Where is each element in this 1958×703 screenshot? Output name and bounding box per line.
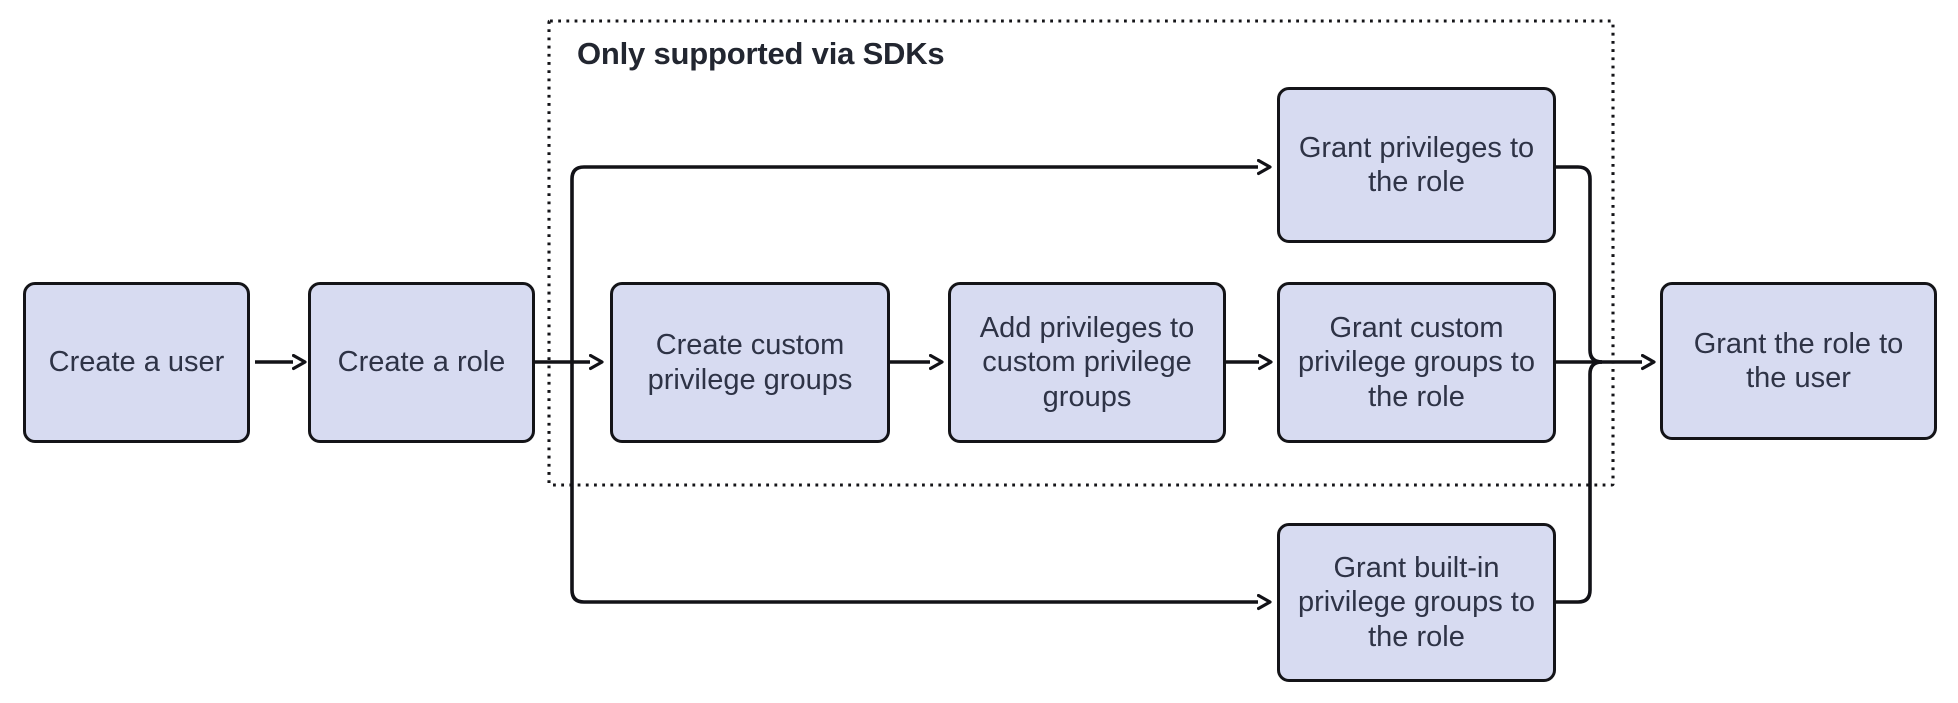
node-grant-built-in-privilege-groups-to-the-role: Grant built-in privilege groups to the r… [1277,523,1556,682]
edge-branch-up-to-grant-privileges [570,167,1258,362]
node-label: Create custom privilege groups [647,329,853,396]
edge-branch-down-to-grant-built-in [570,362,1258,602]
node-create-custom-privilege-groups: Create custom privilege groups [610,282,890,443]
node-grant-privileges-to-the-role: Grant privileges to the role [1277,87,1556,243]
node-label: Create a user [48,346,225,379]
node-label: Grant the role to the user [1693,327,1904,394]
node-label: Grant built-in privilege groups to the r… [1298,552,1535,653]
sdk-region-label: Only supported via SDKs [577,36,945,71]
sdk-region-border [547,19,1615,487]
node-create-a-user: Create a user [23,282,250,443]
edge-merge-from-grant-privileges [1556,165,1603,364]
node-grant-custom-privilege-groups-to-the-role: Grant custom privilege groups to the rol… [1277,282,1556,443]
node-label: Create a role [337,346,506,379]
node-label: Grant privileges to the role [1298,131,1535,198]
node-label: Grant custom privilege groups to the rol… [1298,312,1535,413]
edge-merge-from-grant-built-in [1556,360,1603,604]
node-label: Add privileges to custom privilege group… [979,312,1195,413]
node-add-privileges-to-custom-privilege-groups: Add privileges to custom privilege group… [948,282,1226,443]
node-grant-the-role-to-the-user: Grant the role to the user [1660,282,1937,440]
node-create-a-role: Create a role [308,282,535,443]
